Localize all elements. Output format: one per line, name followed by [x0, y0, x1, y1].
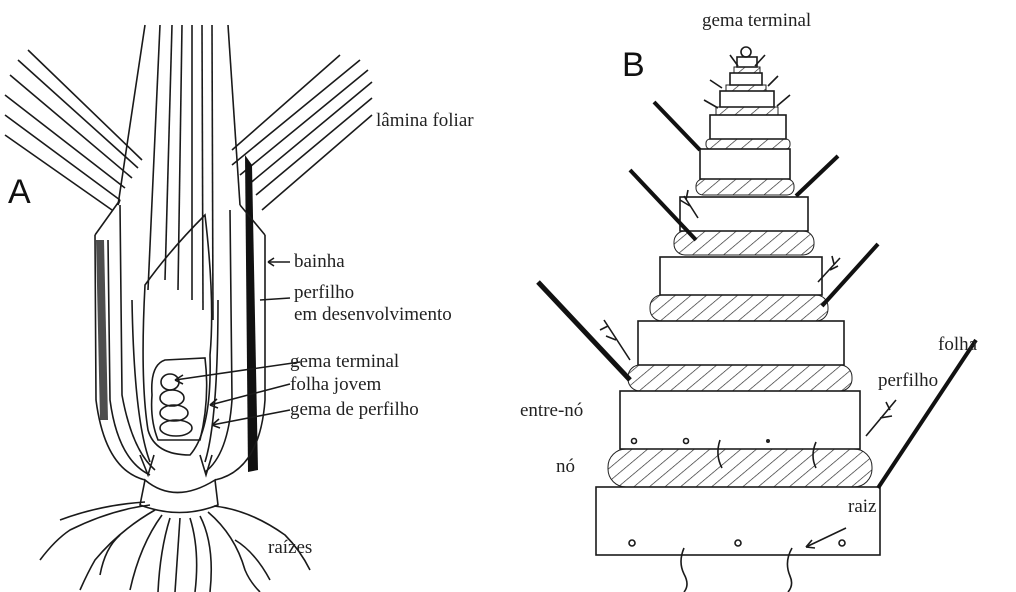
label-perfilho: perfilho — [294, 282, 354, 303]
crown — [140, 480, 218, 513]
label-perfilho-b: perfilho — [878, 370, 938, 391]
internode-5 — [628, 321, 852, 391]
label-gema-terminal-b: gema terminal — [702, 10, 811, 31]
panel-b-letter: B — [622, 46, 645, 84]
label-gema-de-perfilho: gema de perfilho — [290, 399, 419, 420]
right-leaf-blade — [232, 55, 372, 210]
internode-6 — [608, 391, 872, 487]
central-leaf — [118, 25, 240, 320]
label-folha-jovem: folha jovem — [290, 374, 382, 395]
label-gema-terminal-a: gema terminal — [290, 351, 399, 372]
label-lamina-foliar: lâmina foliar — [376, 110, 474, 131]
label-entre-no: entre-nó — [520, 400, 583, 421]
label-bainha: bainha — [294, 251, 345, 272]
terminal-bud — [160, 374, 192, 436]
apex-cavity — [143, 215, 212, 455]
internode-1 — [706, 115, 790, 149]
internode-2 — [696, 149, 794, 195]
stem-base — [596, 487, 880, 555]
label-no: nó — [556, 456, 575, 477]
label-em-desenvolvimento: em desenvolvimento — [294, 304, 452, 325]
base-arrow-left — [140, 455, 154, 475]
label-raiz: raiz — [848, 496, 876, 517]
label-folha: folha — [938, 334, 978, 355]
panel-a-letter: A — [8, 173, 31, 211]
label-raizes: raízes — [268, 537, 312, 558]
stem-apex — [704, 47, 790, 115]
internode-4 — [650, 257, 828, 321]
internode-3 — [674, 197, 814, 255]
gema-terminal-arrow — [175, 362, 300, 380]
panel-a: A — [5, 25, 474, 592]
sheath-shadow — [96, 240, 108, 420]
developing-tiller — [245, 155, 258, 472]
panel-b: B gema terminal — [520, 10, 978, 592]
